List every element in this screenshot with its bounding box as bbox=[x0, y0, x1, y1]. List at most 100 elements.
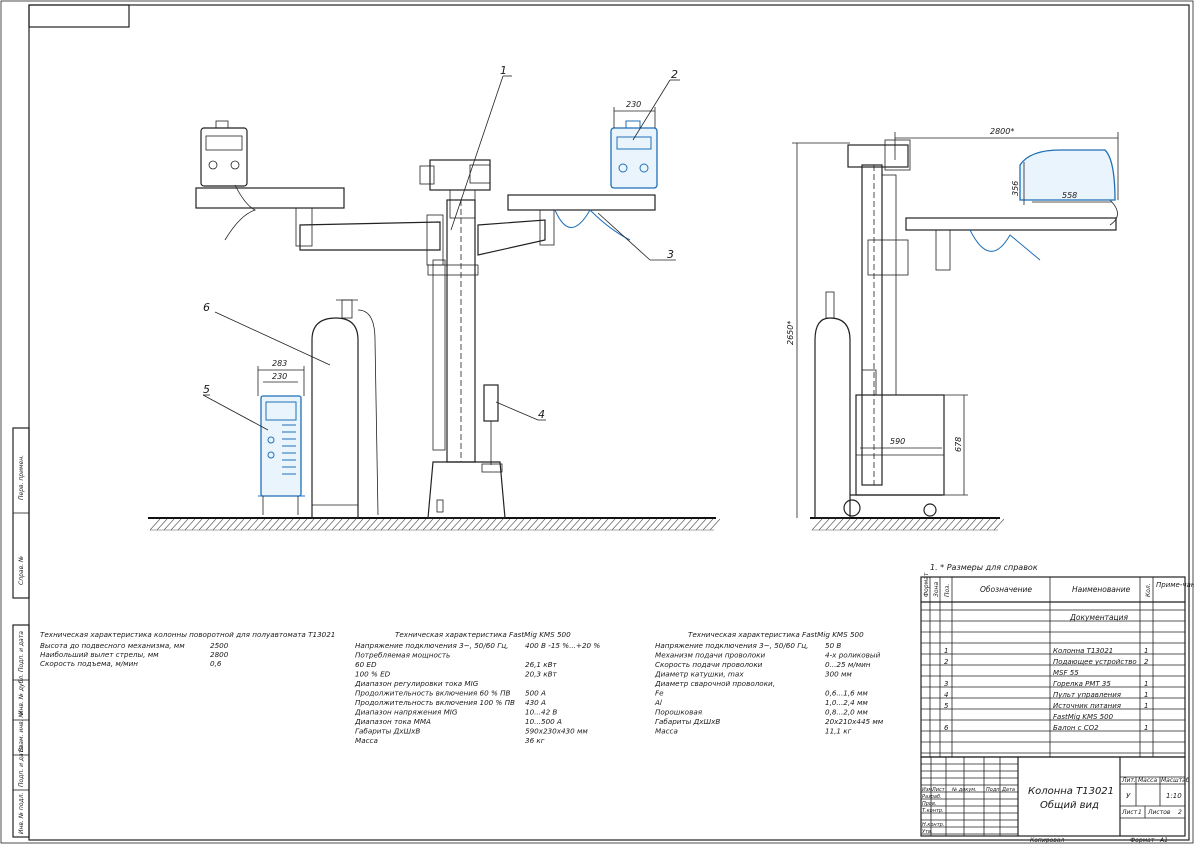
tb-scale-value: 1:10 bbox=[1166, 792, 1182, 800]
bom-pos-0: 1 bbox=[944, 647, 948, 655]
bom-name-1: Подающее устройство bbox=[1053, 658, 1137, 666]
dim-590: 590 bbox=[890, 437, 905, 446]
spec-power-value-6: 430 А bbox=[525, 698, 546, 707]
tb-col-2: № докум. bbox=[951, 787, 977, 793]
callout-2: 2 bbox=[671, 68, 678, 81]
spec-feeder-label-4: Диаметр сварочной проволоки, bbox=[654, 679, 775, 688]
tb-sheets-label: Листов bbox=[1147, 809, 1171, 816]
tb-sheet-label: Лист bbox=[1121, 809, 1138, 816]
spec-power-label-8: Диапазон тока MMA bbox=[354, 717, 431, 726]
dim-230-ps: 230 bbox=[272, 372, 287, 381]
bom-qty-5: 1 bbox=[1144, 702, 1148, 710]
bom-qty-1: 2 bbox=[1144, 658, 1149, 666]
spec-column-value-0: 2500 bbox=[210, 641, 229, 650]
spec-feeder-label-6: Al bbox=[654, 698, 662, 707]
bom-pos-7: 6 bbox=[944, 724, 949, 732]
dim-283: 283 bbox=[272, 359, 287, 368]
spec-feeder-value-2: 0...25 м/мин bbox=[825, 660, 871, 669]
tb-role-5: Утв. bbox=[922, 829, 933, 835]
spec-feeder-value-1: 4-х роликовый bbox=[825, 651, 881, 660]
spec-power-label-1: Потребляемая мощность bbox=[355, 651, 450, 660]
spec-feeder-value-0: 50 В bbox=[825, 641, 841, 650]
front-view: 1 2 3 4 5 6 230 283 230 bbox=[148, 64, 721, 531]
side-feeder bbox=[1019, 149, 1116, 201]
side-gas-bottle bbox=[814, 317, 851, 519]
left-platform bbox=[195, 187, 345, 209]
spec-power-value-2: 26,1 кВт bbox=[525, 660, 558, 669]
bom-name-5: Источник питания bbox=[1053, 702, 1121, 710]
spec-feeder-label-2: Скорость подачи проволоки bbox=[655, 660, 763, 669]
side-ground-hatch bbox=[811, 518, 1005, 531]
bom-name-3: Горелка PMT 35 bbox=[1053, 680, 1111, 688]
spec-power-title: Техническая характеристика FastMig KMS 5… bbox=[395, 630, 571, 639]
bom-h-name: Наименование bbox=[1072, 585, 1131, 594]
bom-pos-1: 2 bbox=[944, 658, 949, 666]
strip-first-use: Перв. примен. bbox=[18, 455, 25, 500]
tb-sheets-no: 2 bbox=[1178, 809, 1182, 816]
bom-name-6: FastMig KMS 500 bbox=[1053, 713, 1114, 721]
spec-feeder-value-6: 1,0...2,4 мм bbox=[825, 698, 868, 707]
front-ground-hatch bbox=[149, 518, 721, 531]
gas-bottle bbox=[311, 317, 359, 519]
bom-h-pos: Поз. bbox=[944, 584, 951, 597]
bom-table: Формат Зона Поз. Обозначение Наименовани… bbox=[920, 572, 1194, 758]
spec-feeder-title: Техническая характеристика FastMig KMS 5… bbox=[688, 630, 864, 639]
spec-feeder-label-3: Диаметр катушки, max bbox=[654, 670, 744, 679]
tb-scale-label: Масштаб bbox=[1161, 777, 1190, 784]
bom-qty-4: 1 bbox=[1144, 691, 1148, 699]
spec-feeder: Техническая характеристика FastMig KMS 5… bbox=[654, 630, 884, 736]
tb-lit-label: Лит. bbox=[1121, 777, 1136, 784]
spec-power-value-8: 10...500 А bbox=[525, 717, 562, 726]
spec-feeder-label-8: Габариты ДхШхВ bbox=[655, 717, 720, 726]
spec-feeder-value-3: 300 мм bbox=[825, 670, 852, 679]
spec-power-label-2: 60 ED bbox=[355, 660, 377, 669]
strip-sign-date-2: Подп. и дата bbox=[18, 746, 25, 787]
spec-feeder-label-5: Fe bbox=[655, 689, 664, 698]
strip-inv-orig: Инв. № подл. bbox=[18, 793, 25, 834]
spec-column-label-2: Скорость подъема, м/мин bbox=[40, 659, 138, 668]
dim-558: 558 bbox=[1062, 191, 1077, 200]
callout-4: 4 bbox=[538, 408, 545, 421]
spec-power-label-6: Продолжительность включения 100 % ПВ bbox=[355, 698, 515, 707]
spec-power-label-4: Диапазон регулировки тока MIG bbox=[354, 679, 479, 688]
title-line-1: Колонна T13021 bbox=[1028, 786, 1114, 797]
bom-pos-4: 4 bbox=[944, 691, 948, 699]
boom-left bbox=[299, 221, 441, 251]
tb-role-2: Т.контр. bbox=[922, 808, 944, 814]
tb-sheet-no: 1 bbox=[1138, 809, 1142, 816]
spec-feeder-value-9: 11,1 кг bbox=[825, 727, 852, 736]
strip-sign-date-1: Подп. и дата bbox=[18, 631, 25, 672]
title-line-2: Общий вид bbox=[1040, 799, 1099, 811]
callout-6: 6 bbox=[203, 301, 210, 314]
spec-column-value-2: 0,6 bbox=[210, 659, 222, 668]
note-dimensions: 1. * Размеры для справок bbox=[930, 563, 1038, 572]
tb-col-3: Подп. bbox=[986, 787, 1001, 793]
spec-feeder-label-0: Напряжение подключения 3~, 50/60 Гц, bbox=[655, 641, 808, 650]
bom-section: Документация bbox=[1069, 613, 1129, 622]
side-mast bbox=[861, 164, 883, 486]
spec-column-label-1: Наибольший вылет стрелы, мм bbox=[40, 650, 159, 659]
spec-power-label-0: Напряжение подключения 3~, 50/60 Гц, bbox=[355, 641, 508, 650]
spec-power-value-3: 20,3 кВт bbox=[525, 670, 558, 679]
tb-lit-value: У bbox=[1126, 792, 1131, 800]
side-strip: Перв. примен. Справ. № Подп. и дата Инв.… bbox=[12, 427, 30, 838]
bom-pos-3: 3 bbox=[944, 680, 948, 688]
callout-3: 3 bbox=[667, 248, 674, 261]
spec-power: Техническая характеристика FastMig KMS 5… bbox=[354, 630, 600, 745]
tb-col-0: Изм. bbox=[922, 787, 934, 793]
bom-qty-0: 1 bbox=[1144, 647, 1148, 655]
tb-role-1: Пров. bbox=[922, 801, 937, 807]
dim-678: 678 bbox=[954, 437, 963, 452]
left-feeder bbox=[200, 127, 248, 187]
right-platform bbox=[507, 194, 656, 211]
dim-2650: 2650* bbox=[786, 321, 795, 345]
bom-pos-5: 5 bbox=[944, 702, 949, 710]
callout-1: 1 bbox=[500, 64, 507, 77]
spec-feeder-label-7: Порошковая bbox=[655, 708, 703, 717]
spec-power-label-9: Габариты ДхШхВ bbox=[355, 727, 420, 736]
bom-h-zone: Зона bbox=[933, 582, 940, 597]
drawing-frame bbox=[28, 4, 1190, 841]
tb-format-value: A1 bbox=[1159, 837, 1168, 844]
